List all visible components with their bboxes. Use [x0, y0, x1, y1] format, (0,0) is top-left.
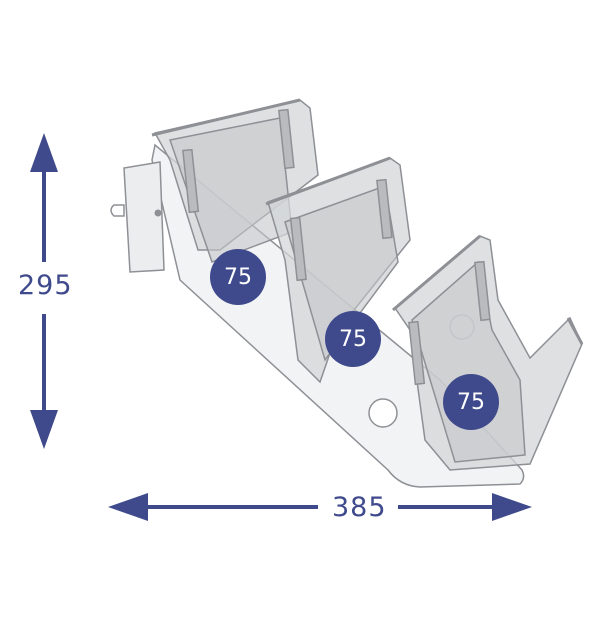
width-dimension-label: 385 — [324, 492, 395, 523]
pocket-size-badge-1: 75 — [210, 249, 266, 305]
pocket-size-badge-2: 75 — [325, 311, 381, 367]
arrowhead-up-icon — [30, 133, 58, 172]
height-arrow — [30, 133, 58, 449]
arrowhead-left-icon — [108, 493, 148, 521]
pocket-1 — [151, 98, 319, 263]
pocket-size-badge-3: 75 — [443, 374, 499, 430]
height-dimension-label: 295 — [16, 268, 75, 303]
arrowhead-right-icon — [492, 493, 532, 521]
arrowhead-down-icon — [30, 410, 58, 449]
width-arrow — [108, 493, 532, 521]
pocket-2 — [265, 156, 411, 384]
